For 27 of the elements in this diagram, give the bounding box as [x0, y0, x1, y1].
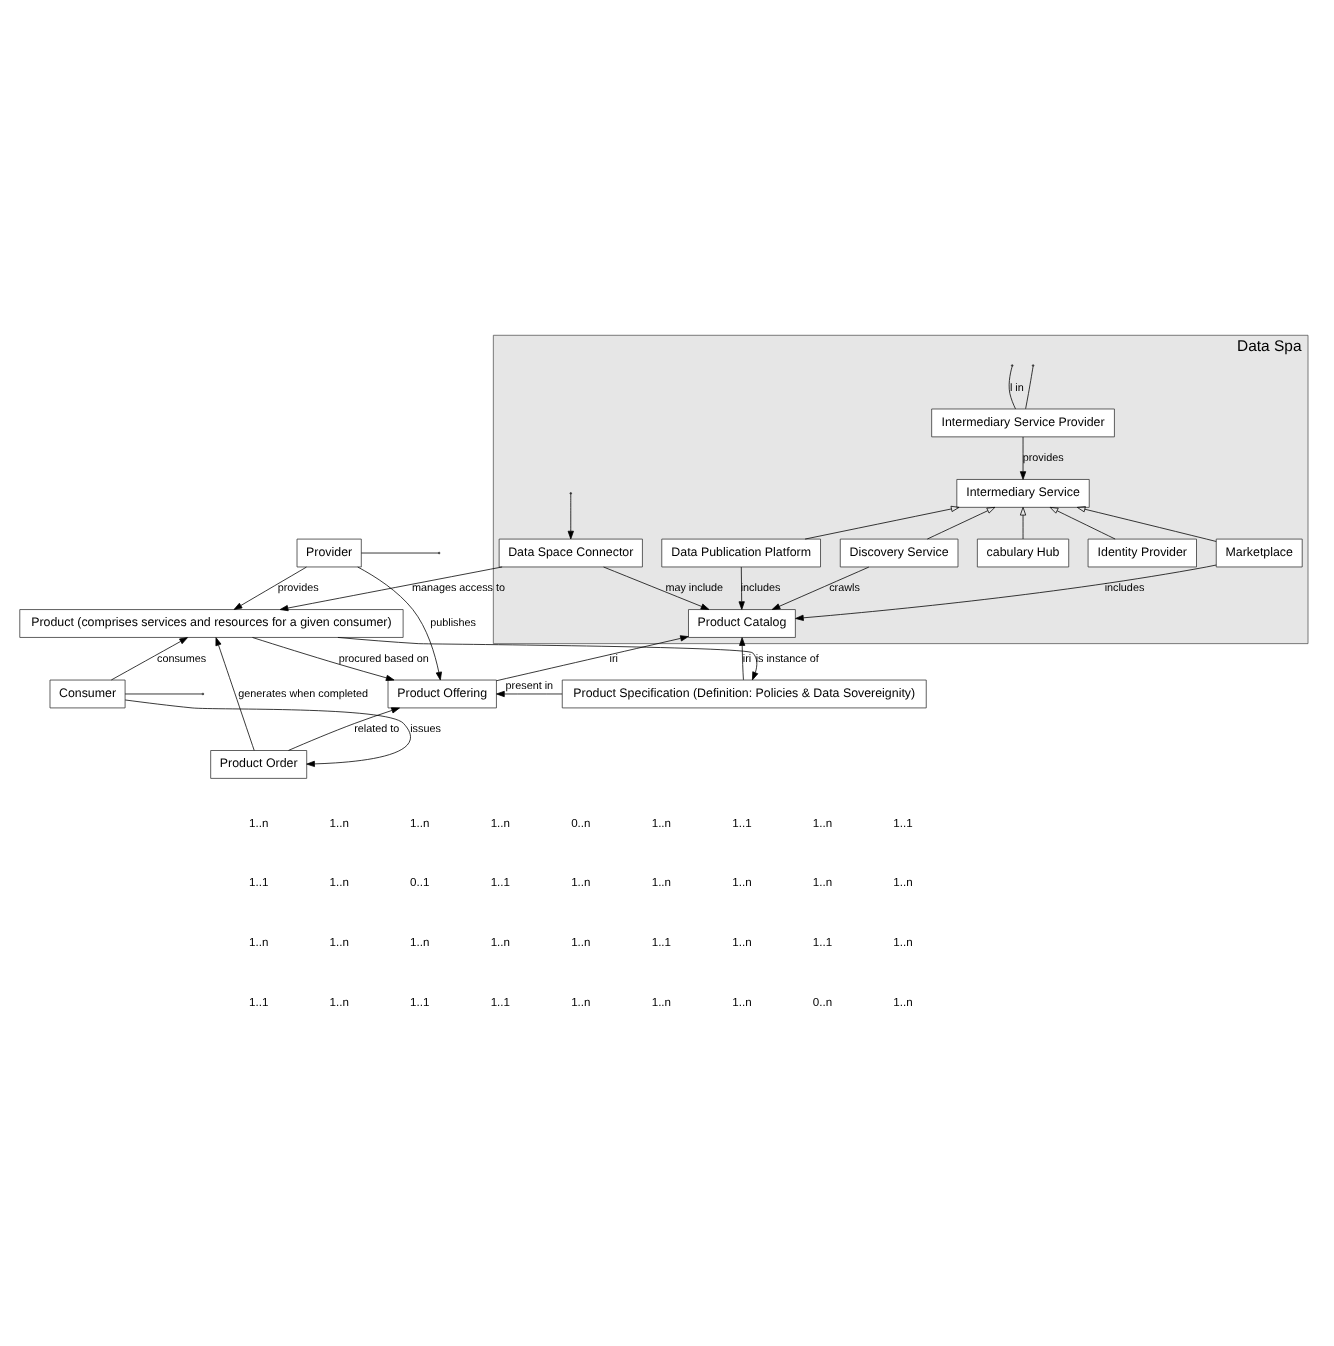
arrow — [567, 493, 574, 540]
connector — [1025, 366, 1034, 410]
arrow — [739, 637, 746, 681]
arrow — [496, 635, 689, 682]
arrow — [279, 566, 503, 612]
arrow — [337, 637, 759, 681]
arrow — [110, 637, 188, 681]
arrow — [738, 566, 745, 610]
arrow — [795, 564, 1217, 621]
connector — [124, 693, 203, 695]
arrow — [1019, 506, 1027, 540]
arrow — [124, 699, 411, 767]
connector — [361, 552, 439, 554]
arrow — [771, 566, 870, 610]
arrow — [288, 707, 400, 751]
arrow — [215, 637, 255, 751]
arrow — [926, 506, 996, 540]
arrow — [804, 505, 960, 540]
arrow — [1019, 436, 1027, 480]
arrow — [1076, 506, 1217, 542]
arrow — [357, 566, 442, 681]
arrow — [496, 690, 563, 698]
arrow — [603, 566, 710, 610]
arrow — [1049, 506, 1116, 540]
arrow — [252, 637, 395, 681]
connector — [1008, 366, 1016, 410]
arrow — [233, 566, 307, 610]
